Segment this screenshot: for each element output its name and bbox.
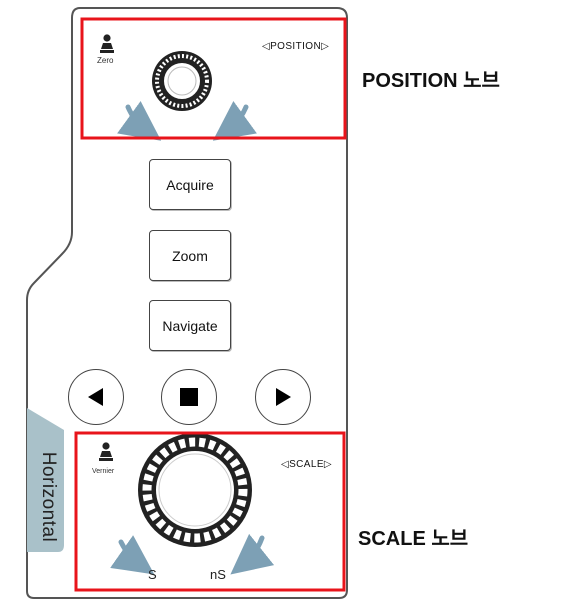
horizontal-tab-label: Horizontal — [38, 451, 59, 543]
slow-label: S — [148, 567, 157, 582]
vernier-person-icon — [99, 442, 113, 461]
square-stop-icon — [180, 388, 198, 406]
scale-knob-callout: SCALE 노브 — [358, 528, 469, 550]
zoom-button[interactable]: Zoom — [149, 230, 231, 281]
acquire-button-label: Acquire — [166, 176, 214, 193]
position-label: ◁POSITION▷ — [262, 41, 330, 52]
scale-right-arrow — [230, 533, 275, 575]
scale-left-arrow — [110, 535, 155, 575]
zero-person-icon — [100, 34, 114, 53]
triangle-left-icon — [88, 388, 103, 406]
scale-knob — [138, 433, 252, 547]
acquire-button[interactable]: Acquire — [149, 159, 231, 210]
horizontal-tab-background — [27, 408, 64, 552]
position-knob — [152, 51, 212, 111]
position-knob-callout: POSITION 노브 — [362, 70, 500, 92]
stop-button[interactable] — [161, 369, 217, 425]
position-left-arrow — [117, 101, 162, 141]
scale-highlight-box — [74, 431, 346, 592]
next-button[interactable] — [255, 369, 311, 425]
position-highlight-box — [80, 17, 347, 140]
scale-label: ◁SCALE▷ — [281, 459, 332, 470]
zero-label: Zero — [97, 56, 114, 65]
vernier-label: Vernier — [92, 468, 115, 475]
zoom-button-label: Zoom — [172, 247, 208, 264]
fast-label: nS — [210, 567, 226, 582]
navigate-button[interactable]: Navigate — [149, 300, 231, 351]
previous-button[interactable] — [68, 369, 124, 425]
position-right-arrow — [212, 101, 257, 141]
navigate-button-label: Navigate — [162, 317, 218, 334]
triangle-right-icon — [276, 388, 291, 406]
